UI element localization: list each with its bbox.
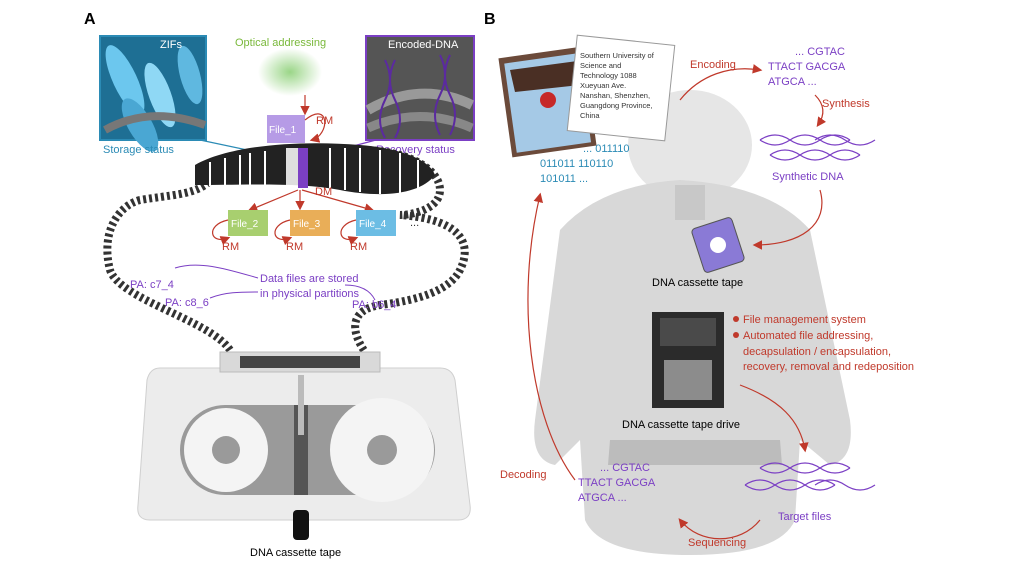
svg-text:Technology 1088: Technology 1088 [580, 71, 637, 80]
tape-loop [103, 145, 469, 355]
encoding-label: Encoding [690, 59, 736, 71]
rm-arrow-file3 [274, 219, 293, 246]
feature-bullet-2 [733, 332, 739, 338]
panel-b-label: B [484, 11, 496, 28]
pa-c8-label: PA: c8_6 [165, 297, 209, 309]
target-dna-helices [744, 462, 876, 491]
rm-label-file1: RM [316, 115, 333, 127]
dna-sequence-top: ... CGTAC TTACT GACGA ATGCA ... [768, 46, 846, 88]
pa-b6-pointer [344, 284, 376, 301]
synthetic-dna-label: Synthetic DNA [772, 171, 844, 183]
dm-arrow-file2 [247, 189, 299, 212]
svg-text:ATGCA ...: ATGCA ... [768, 76, 817, 88]
svg-text:Southern University of: Southern University of [580, 51, 655, 60]
svg-text:Nanshan, Shenzhen,: Nanshan, Shenzhen, [580, 91, 650, 100]
feature-list: File management system Automated file ad… [733, 314, 914, 373]
stored-line-2: in physical partitions [260, 288, 360, 300]
sequencing-label: Sequencing [688, 537, 746, 549]
file-3-label: File_3 [293, 219, 321, 230]
svg-text:... CGTAC: ... CGTAC [600, 462, 650, 474]
files-ellipsis: ... [410, 217, 419, 229]
rm-label-file2: RM [222, 241, 239, 253]
optical-addressing-label: Optical addressing [235, 37, 326, 49]
svg-text:decapsulation / encapsulation,: decapsulation / encapsulation, [743, 346, 891, 358]
svg-text:Guangdong Province,: Guangdong Province, [580, 101, 653, 110]
synthetic-dna-helices [759, 134, 876, 161]
file-4-label: File_4 [359, 219, 387, 230]
svg-text:011011 110110: 011011 110110 [540, 158, 613, 170]
svg-text:TTACT GACGA: TTACT GACGA [578, 477, 656, 489]
encoded-dna-label: Encoded-DNA [388, 39, 459, 51]
dna-sequence-bottom: ... CGTAC TTACT GACGA ATGCA ... [578, 462, 656, 504]
file-2-label: File_2 [231, 219, 259, 230]
synthesis-label: Synthesis [822, 98, 870, 110]
address-lines: Southern University of Science and Techn… [580, 51, 655, 120]
svg-text:File management system: File management system [743, 314, 866, 326]
tape-band-stripes [209, 148, 419, 195]
rm-arrow-file1 [304, 113, 326, 143]
rm-arrow-file2 [212, 219, 231, 246]
dm-arrow-file4 [301, 189, 375, 213]
file-3-box[interactable] [290, 210, 330, 236]
cassette-body [137, 351, 471, 540]
pa-c8-pointer [209, 291, 259, 299]
stored-line-1: Data files are stored [260, 273, 358, 285]
zifs-label: ZIFs [160, 39, 182, 51]
to-target-arrow [739, 384, 809, 453]
dm-label: DM [315, 186, 332, 198]
feature-bullet-1 [733, 316, 739, 322]
svg-text:TTACT GACGA: TTACT GACGA [768, 61, 846, 73]
recovered-partition [298, 148, 308, 188]
panel-a-label: A [84, 11, 96, 28]
file-2-box[interactable] [228, 210, 268, 236]
rm-arrow-file4 [340, 219, 359, 246]
binary-data: ... 011110 011011 110110 101011 ... [540, 143, 629, 185]
mini-cassette[interactable] [691, 217, 745, 274]
sequencing-arrow [678, 518, 761, 540]
encoding-arrow [679, 64, 763, 101]
tape-band [195, 143, 435, 195]
svg-text:Xueyuan Ave.: Xueyuan Ave. [580, 81, 626, 90]
pa-c7-pointer [174, 264, 259, 279]
svg-text:Science and: Science and [580, 61, 621, 70]
svg-text:... CGTAC: ... CGTAC [795, 46, 845, 58]
address-card [566, 34, 676, 142]
svg-text:101011 ...: 101011 ... [540, 173, 588, 185]
optical-glow [258, 48, 322, 96]
svg-text:... 011110: ... 011110 [583, 143, 629, 155]
pa-c7-label: PA: c7_4 [130, 279, 174, 291]
cassette-caption: DNA cassette tape [250, 547, 341, 559]
svg-text:Automated file addressing,: Automated file addressing, [743, 330, 873, 342]
rm-label-file4: RM [350, 241, 367, 253]
svg-text:ATGCA ...: ATGCA ... [578, 492, 627, 504]
decoding-label: Decoding [500, 469, 546, 481]
tape-drive[interactable] [652, 312, 724, 408]
to-cassette-arrow [752, 189, 823, 250]
zifs-inset [99, 35, 207, 152]
encoded-dna-inset [365, 35, 475, 141]
file-1-box[interactable] [267, 115, 305, 143]
svg-text:China: China [580, 111, 600, 120]
drive-label: DNA cassette tape drive [622, 419, 740, 431]
svg-text:recovery, removal and redeposi: recovery, removal and redeposition [743, 361, 914, 373]
rm-label-file3: RM [286, 241, 303, 253]
synthesis-arrow [814, 94, 827, 127]
storage-status-label: Storage status [103, 144, 174, 156]
target-files-label: Target files [778, 511, 832, 523]
cassette-tape-label: DNA cassette tape [652, 277, 743, 289]
decoding-arrow [527, 192, 576, 481]
file-4-box[interactable] [356, 210, 396, 236]
file-1-label: File_1 [269, 125, 297, 136]
pa-b6-label: PA: b6_4 [352, 299, 396, 311]
